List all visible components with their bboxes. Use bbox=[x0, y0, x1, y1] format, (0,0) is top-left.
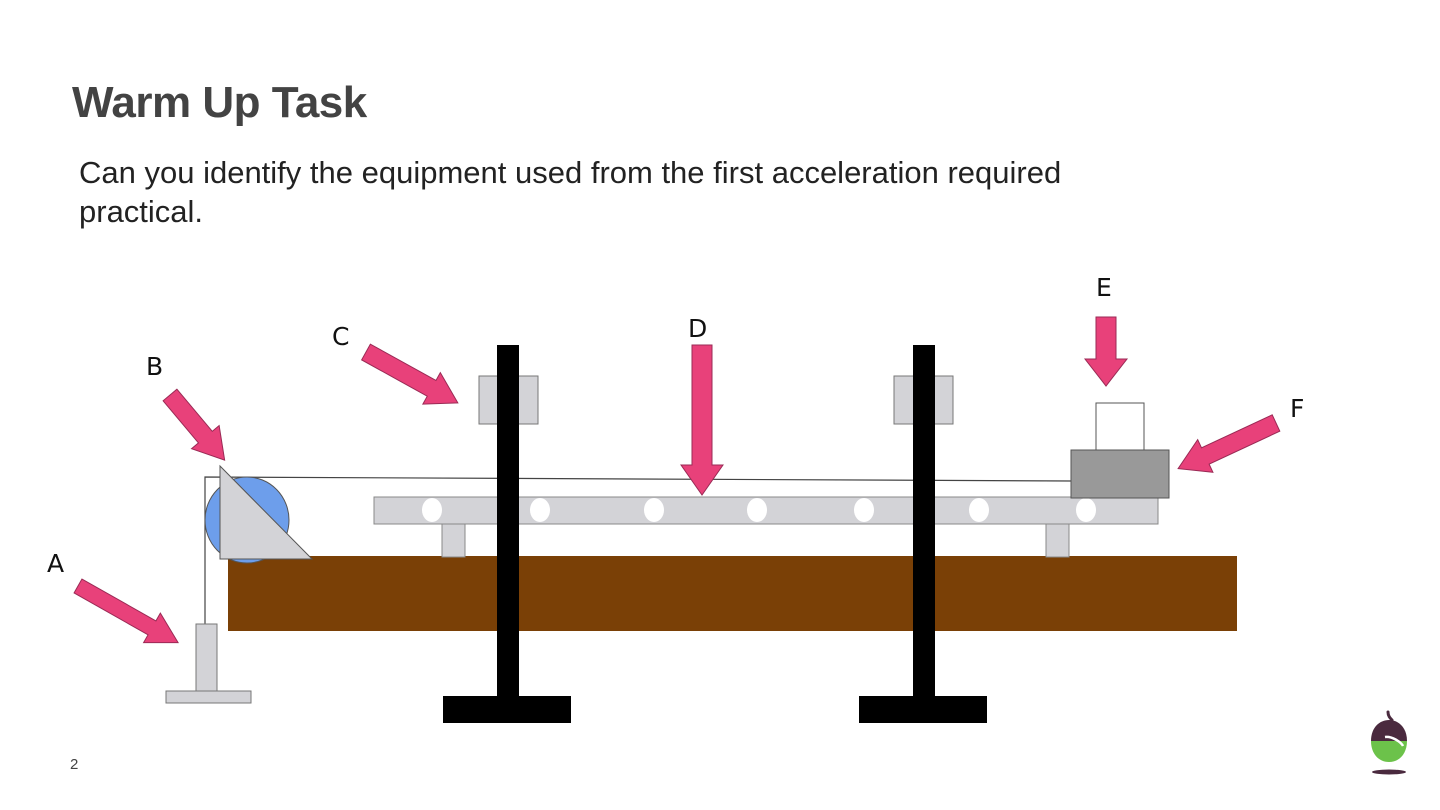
string bbox=[204, 476, 1073, 626]
stand-base-left bbox=[443, 696, 571, 723]
mass-hanger-base bbox=[165, 690, 252, 704]
stand-base-right bbox=[859, 696, 987, 723]
arrow-d bbox=[680, 344, 724, 496]
pulley-clamp bbox=[219, 464, 314, 560]
track-hole bbox=[530, 498, 550, 522]
track-hole bbox=[747, 498, 767, 522]
arrow-c bbox=[360, 343, 459, 405]
page-number: 2 bbox=[70, 756, 79, 773]
stand-pole-left bbox=[497, 345, 519, 702]
label-a: A bbox=[47, 549, 64, 578]
label-d: D bbox=[688, 314, 707, 343]
slide-title: Warm Up Task bbox=[72, 78, 367, 127]
label-b: B bbox=[146, 352, 163, 381]
label-f: F bbox=[1290, 394, 1304, 423]
track-hole bbox=[644, 498, 664, 522]
track-hole bbox=[1076, 498, 1096, 522]
hanging-mass bbox=[195, 623, 218, 693]
stand-pole-right bbox=[913, 345, 935, 702]
interrupt-card bbox=[1095, 402, 1145, 452]
track-holes bbox=[422, 498, 1096, 522]
bench bbox=[228, 556, 1237, 631]
label-e: E bbox=[1096, 273, 1112, 302]
arrow-e bbox=[1083, 316, 1129, 387]
slide-subtitle: Can you identify the equipment used from… bbox=[79, 155, 1062, 229]
track-leg-right bbox=[1045, 523, 1070, 558]
acorn-logo-icon bbox=[1371, 710, 1407, 775]
arrow-f bbox=[1177, 414, 1281, 473]
track-hole bbox=[422, 498, 442, 522]
track-hole bbox=[854, 498, 874, 522]
label-c: C bbox=[332, 322, 349, 351]
arrow-b bbox=[162, 388, 226, 461]
trolley bbox=[1070, 449, 1170, 499]
arrow-a bbox=[73, 578, 179, 644]
track-hole bbox=[969, 498, 989, 522]
track-leg-left bbox=[441, 523, 466, 558]
